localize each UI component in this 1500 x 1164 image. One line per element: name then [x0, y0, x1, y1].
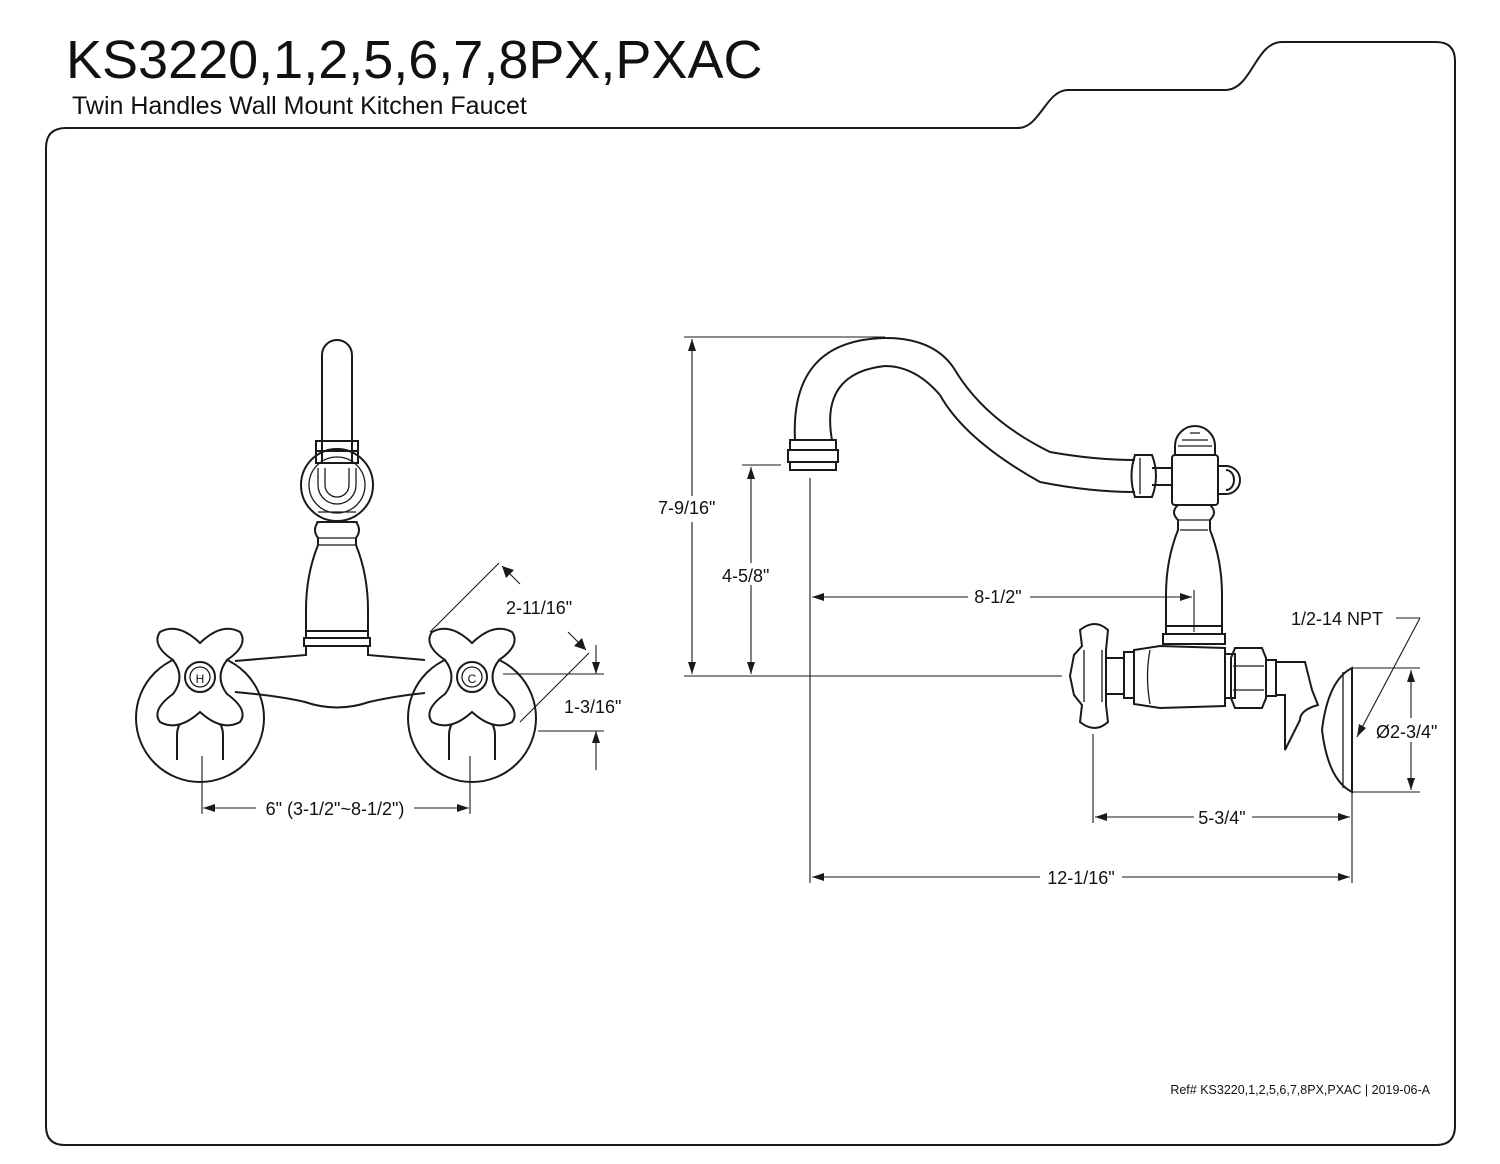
side-flange — [1320, 666, 1353, 794]
dim-handle-offset: 1-3/16" — [564, 697, 621, 717]
page-subtitle: Twin Handles Wall Mount Kitchen Faucet — [72, 92, 527, 120]
hot-handle: H — [135, 627, 265, 783]
front-spout — [300, 339, 374, 522]
front-dimensions: 2-11/16" 1-3/16" 6" (3-1/2"~8-1/2") — [201, 562, 621, 819]
dim-connection: 1/2-14 NPT — [1291, 609, 1383, 629]
side-spout — [787, 336, 1136, 493]
dim-handle-size: 2-11/16" — [506, 598, 572, 618]
side-valve — [1068, 623, 1320, 751]
side-swivel — [1130, 425, 1241, 506]
side-view: 7-9/16" 4-5/8" 8-1/2" 1/2-14 NPT — [658, 336, 1437, 888]
reference-number: Ref# KS3220,1,2,5,6,7,8PX,PXAC | 2019-06… — [1170, 1083, 1430, 1097]
dim-total-height: 7-9/16" — [658, 498, 715, 518]
dim-total-depth: 12-1/16" — [1047, 868, 1114, 888]
cold-handle: C — [407, 627, 537, 783]
dim-spout-reach: 8-1/2" — [974, 587, 1021, 607]
front-view: H C 2-11/16" 1-3/16 — [135, 339, 621, 819]
dim-flange-diameter: Ø2-3/4" — [1376, 722, 1437, 742]
hot-handle-mark: H — [196, 672, 205, 686]
page-title: KS3220,1,2,5,6,7,8PX,PXAC — [66, 30, 762, 90]
dim-spout-height: 4-5/8" — [722, 566, 769, 586]
side-dimensions: 7-9/16" 4-5/8" 8-1/2" 1/2-14 NPT — [658, 336, 1437, 888]
front-body — [234, 511, 426, 709]
dim-handle-to-wall: 5-3/4" — [1198, 808, 1245, 828]
cold-handle-mark: C — [468, 672, 477, 686]
side-body — [1162, 504, 1226, 645]
drawing-frame — [45, 41, 1456, 1146]
dim-centers: 6" (3-1/2"~8-1/2") — [266, 799, 405, 819]
